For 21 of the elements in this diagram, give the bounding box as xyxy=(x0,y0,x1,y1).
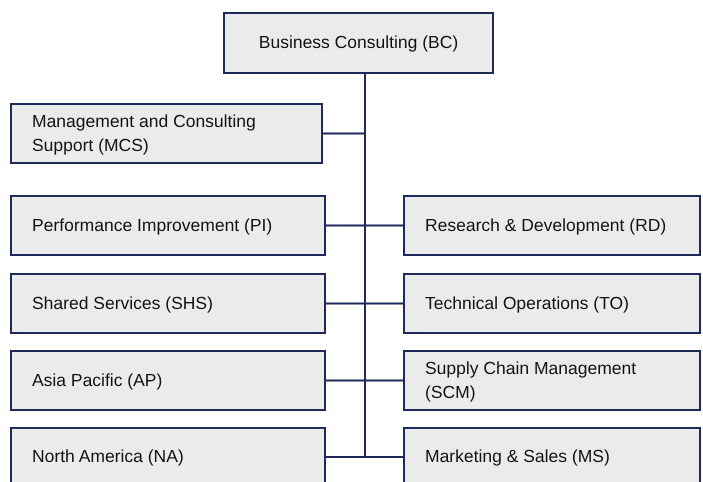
unit-name: Research & Development (RD) xyxy=(425,214,666,237)
org-unit-box xyxy=(403,195,701,256)
org-unit-box xyxy=(10,350,326,411)
unit-name: Asia Pacific (AP) xyxy=(32,368,162,392)
unit-name: Supply Chain Management (SCM) xyxy=(425,356,638,404)
unit-name: Technical Operations (TO) xyxy=(425,292,629,315)
org-unit-box xyxy=(10,195,326,256)
org-unit-box xyxy=(403,273,701,334)
unit-name: Management and Consulting Support (MCS) xyxy=(32,110,257,157)
org-unit-box xyxy=(403,427,701,482)
org-unit-box xyxy=(403,350,701,411)
org-unit-box xyxy=(223,12,494,74)
unit-name: Business Consulting (BC) xyxy=(258,31,458,54)
connector-line xyxy=(364,74,403,458)
unit-name: Shared Services (SHS) xyxy=(32,292,213,315)
org-unit-box xyxy=(10,103,323,164)
unit-name: Marketing & Sales (MS) xyxy=(425,445,610,468)
org-unit-box xyxy=(10,427,326,482)
unit-name: Performance Improvement (PI) xyxy=(32,214,272,237)
org-unit-box xyxy=(10,273,326,334)
unit-name: North America (NA) xyxy=(32,445,184,468)
